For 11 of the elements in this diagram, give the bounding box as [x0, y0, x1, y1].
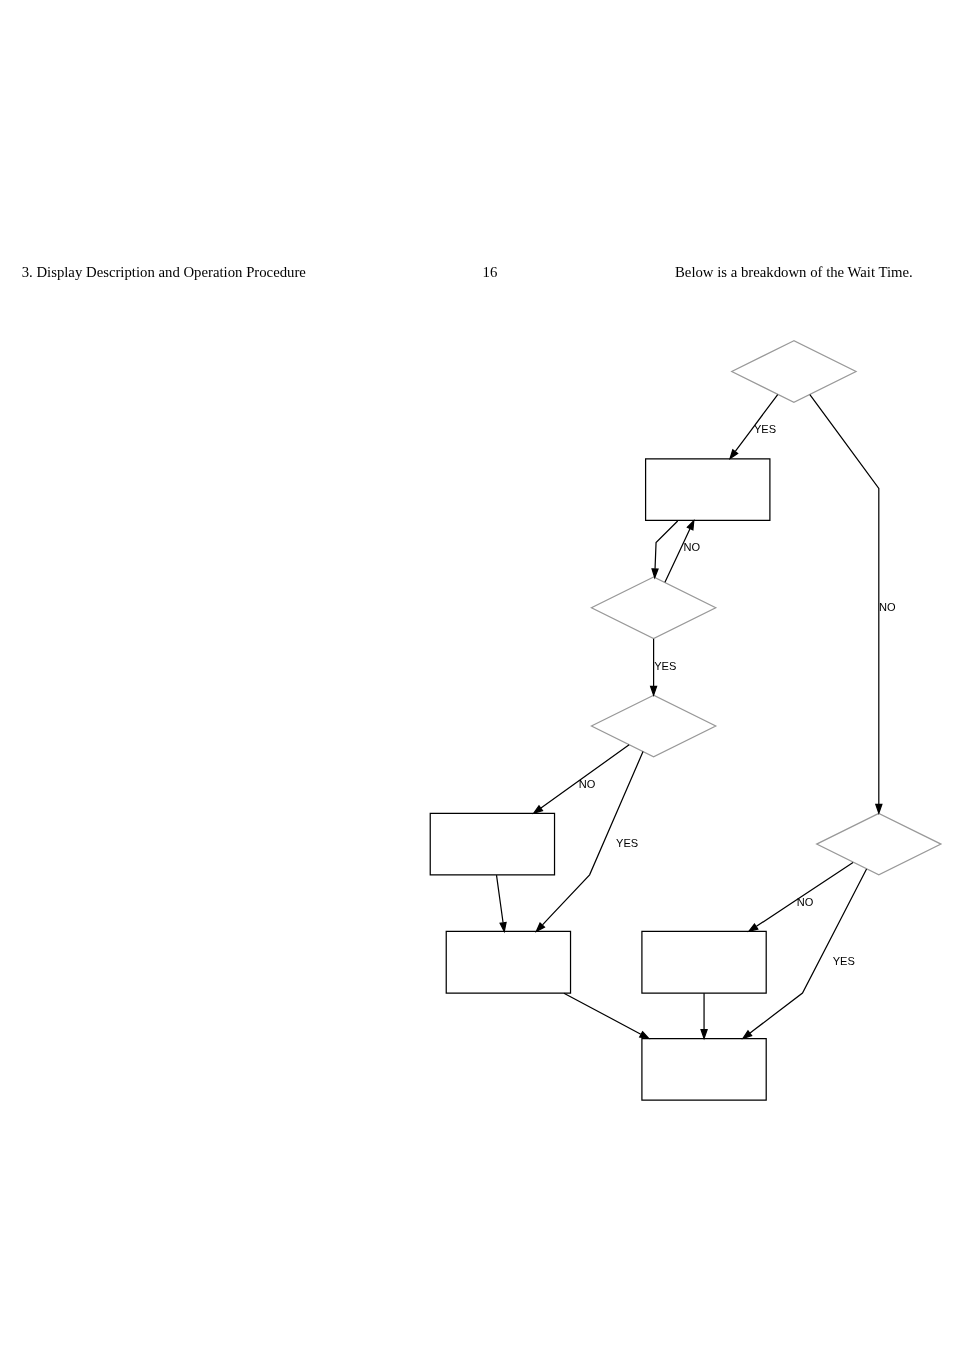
edge-label: NO — [879, 600, 896, 613]
edge-label: YES — [616, 836, 639, 849]
edge-label: YES — [654, 659, 677, 672]
label: 16 — [482, 263, 498, 280]
edge-label: NO — [796, 895, 814, 908]
edge-label: YES — [832, 954, 855, 967]
label: 3. Display Description and Operation Procedure — [21, 263, 306, 280]
edge-label: YES — [753, 422, 777, 435]
edge-label: NO — [578, 777, 596, 790]
label: Below is a breakdown of the Wait Time. — [675, 263, 913, 280]
edge-label: NO — [683, 540, 701, 553]
